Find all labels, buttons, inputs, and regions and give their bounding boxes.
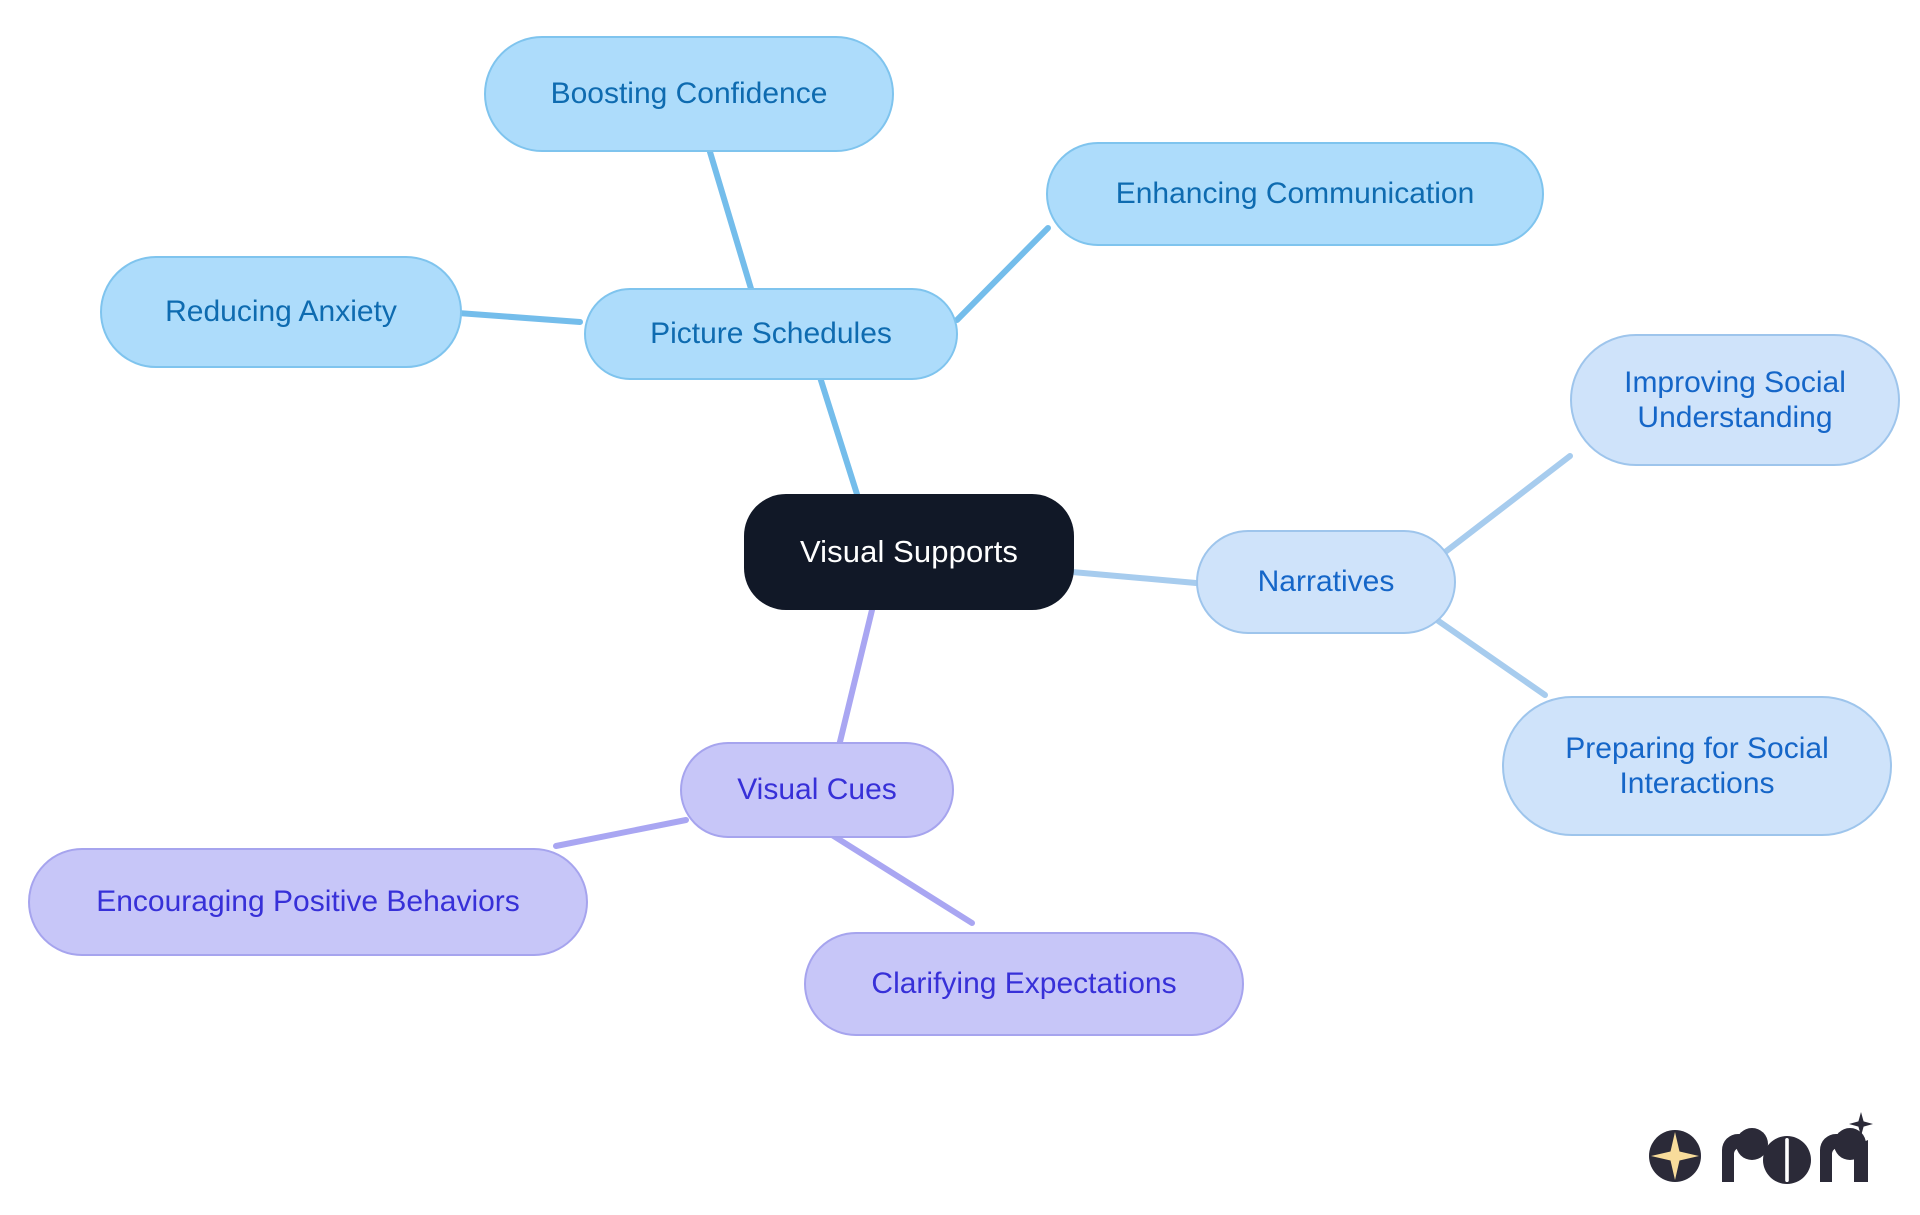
node-improving-social-understanding-label: Improving Social Understanding bbox=[1624, 365, 1846, 434]
node-narratives-label: Narratives bbox=[1257, 565, 1395, 599]
node-reducing-anxiety[interactable]: Reducing Anxiety bbox=[100, 256, 462, 368]
node-clarifying-expectations[interactable]: Clarifying Expectations bbox=[804, 932, 1244, 1036]
edge-picture-schedules-to-boosting-confidence bbox=[707, 149, 755, 295]
edge-visual-cues-to-encouraging-positive-behaviors bbox=[553, 817, 689, 849]
node-boosting-confidence-label: Boosting Confidence bbox=[550, 77, 828, 111]
edge-picture-schedules-to-reducing-anxiety bbox=[455, 310, 583, 325]
edge-root-to-narratives bbox=[1069, 569, 1199, 586]
edge-picture-schedules-to-enhancing-communication bbox=[954, 225, 1051, 323]
node-enhancing-communication[interactable]: Enhancing Communication bbox=[1046, 142, 1544, 246]
node-visual-supports[interactable]: Visual Supports bbox=[744, 494, 1074, 610]
node-visual-supports-label: Visual Supports bbox=[799, 533, 1019, 569]
logo-mark-icon bbox=[1649, 1130, 1701, 1182]
node-improving-social-understanding[interactable]: Improving Social Understanding bbox=[1570, 334, 1900, 466]
node-reducing-anxiety-label: Reducing Anxiety bbox=[165, 295, 397, 329]
edge-narratives-to-preparing-for-social-interactions bbox=[1434, 617, 1548, 698]
node-preparing-for-social-interactions[interactable]: Preparing for Social Interactions bbox=[1502, 696, 1892, 836]
node-encouraging-positive-behaviors-label: Encouraging Positive Behaviors bbox=[96, 885, 520, 919]
node-visual-cues-label: Visual Cues bbox=[737, 773, 897, 807]
edge-narratives-to-improving-social-understanding bbox=[1437, 453, 1573, 559]
node-enhancing-communication-label: Enhancing Communication bbox=[1115, 177, 1475, 211]
node-visual-cues[interactable]: Visual Cues bbox=[680, 742, 954, 838]
node-narratives[interactable]: Narratives bbox=[1196, 530, 1456, 634]
node-picture-schedules-label: Picture Schedules bbox=[650, 317, 892, 351]
edge-visual-cues-to-clarifying-expectations bbox=[829, 832, 975, 926]
node-boosting-confidence[interactable]: Boosting Confidence bbox=[484, 36, 894, 152]
edge-root-to-visual-cues bbox=[835, 607, 875, 753]
rori-logo bbox=[1649, 1112, 1873, 1184]
node-picture-schedules[interactable]: Picture Schedules bbox=[584, 288, 958, 380]
logo-wordmark bbox=[1722, 1112, 1873, 1184]
node-clarifying-expectations-label: Clarifying Expectations bbox=[871, 967, 1177, 1001]
node-preparing-for-social-interactions-label: Preparing for Social Interactions bbox=[1565, 731, 1829, 800]
node-encouraging-positive-behaviors[interactable]: Encouraging Positive Behaviors bbox=[28, 848, 588, 956]
